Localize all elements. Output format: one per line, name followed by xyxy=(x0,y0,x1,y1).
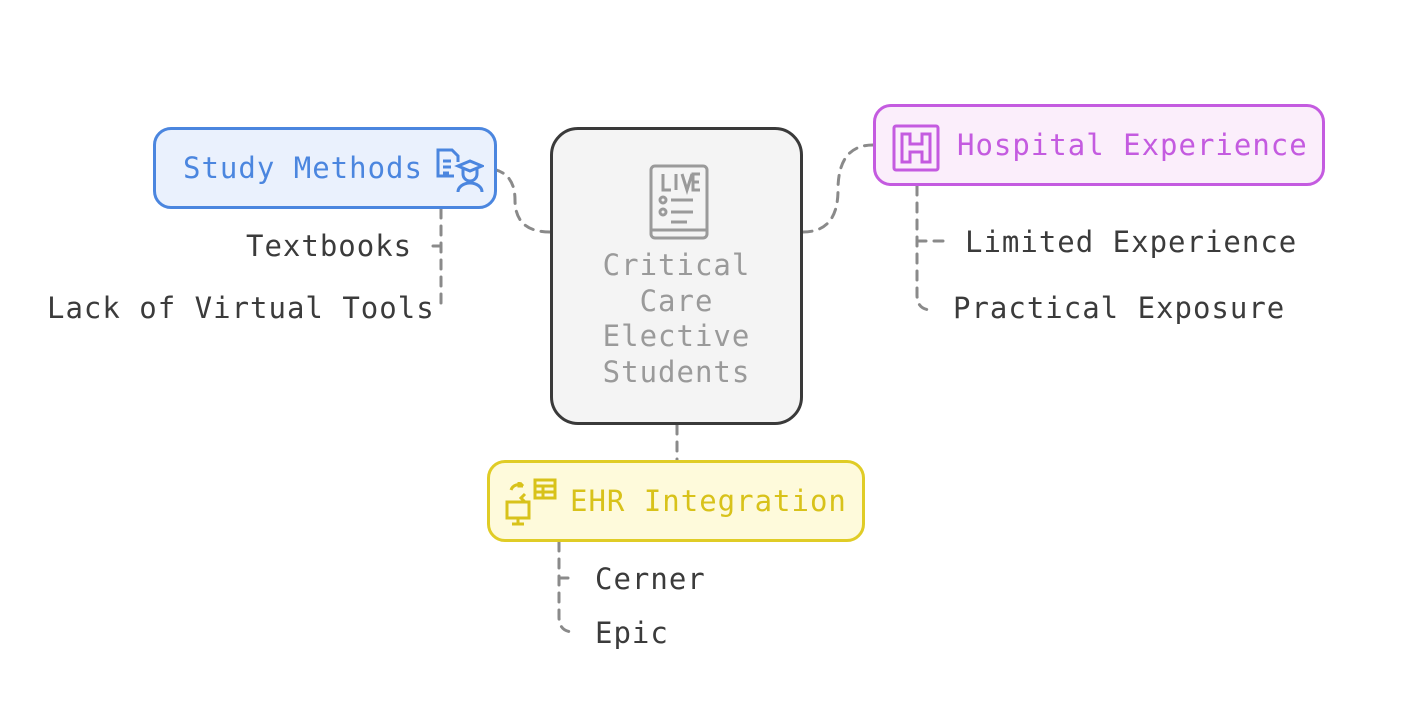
connector-center-study xyxy=(480,166,552,234)
leaf-textbooks: Textbooks xyxy=(246,229,413,263)
leaf-limited-experience: Limited Experience xyxy=(965,225,1298,259)
ehr-integration-label: EHR Integration xyxy=(570,484,847,518)
ehr-integration-node[interactable]: EHR Integration xyxy=(487,460,865,542)
hospital-experience-label: Hospital Experience xyxy=(957,128,1308,162)
hospital-icon xyxy=(892,124,940,172)
study-methods-node[interactable]: Study Methods xyxy=(153,127,497,209)
document-student-icon xyxy=(436,148,484,193)
central-topic-line: Elective xyxy=(602,319,751,353)
connector-hospital-leaves xyxy=(915,184,934,312)
connector-ehr-leaves xyxy=(557,540,576,634)
central-topic-line: Critical xyxy=(602,248,751,282)
computer-sync-table-icon xyxy=(505,478,557,526)
central-topic-line: Care xyxy=(639,283,714,318)
leaf-practical-exposure: Practical Exposure xyxy=(953,291,1286,325)
leaf-cerner: Cerner xyxy=(595,562,706,596)
central-topic-node[interactable]: Critical Care Elective Students xyxy=(550,127,803,425)
study-methods-label: Study Methods xyxy=(183,151,423,185)
hospital-experience-node[interactable]: Hospital Experience xyxy=(873,104,1325,186)
central-topic-line: Students xyxy=(602,354,751,389)
central-topic-label: Critical Care Elective Students xyxy=(553,248,800,390)
leaf-lack-of-virtual-tools: Lack of Virtual Tools xyxy=(47,291,435,325)
leaf-epic: Epic xyxy=(595,616,669,650)
connector-center-hospital xyxy=(801,143,875,234)
live-document-icon xyxy=(649,164,709,240)
